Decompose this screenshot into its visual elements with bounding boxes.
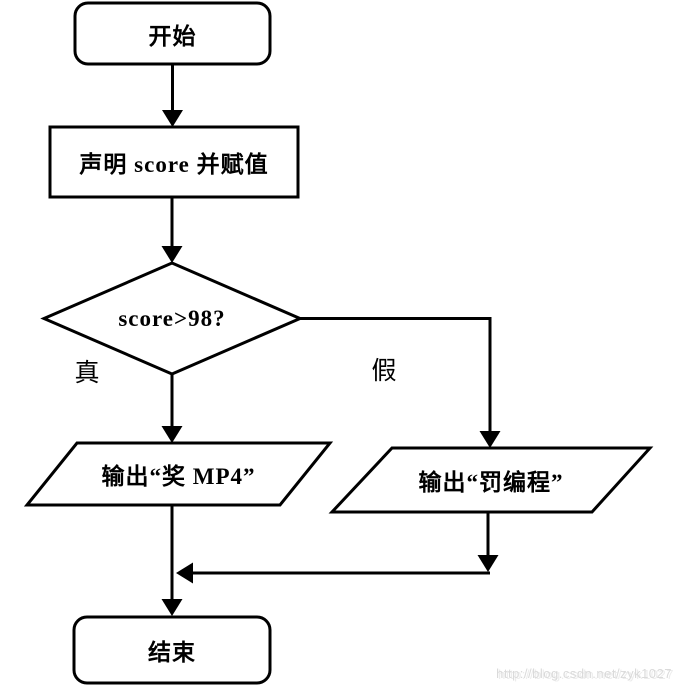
end-node-label: 结束 — [148, 640, 196, 665]
arrowhead-down-icon — [479, 431, 501, 448]
watermark-text: http://blog.csdn.net/zyk1027 — [496, 666, 672, 681]
end-terminator-shape — [72, 615, 272, 685]
output-false-parallelogram-shape — [328, 446, 654, 514]
declare-node-label: 声明 score 并赋值 — [79, 152, 269, 177]
arrowhead-down-icon — [477, 555, 499, 572]
edge-decision-false — [300, 317, 492, 433]
declare-process-shape — [48, 125, 300, 199]
branch-true-label: 真 — [74, 360, 100, 387]
start-terminator-shape — [73, 1, 272, 66]
arrowhead-left-icon — [176, 562, 193, 584]
output-true-parallelogram-shape — [23, 441, 334, 507]
branch-false-label: 假 — [371, 358, 397, 385]
output-false-node-label: 输出“罚编程” — [418, 470, 564, 495]
decision-node-label: score>98? — [118, 305, 226, 331]
arrowhead-down-icon — [162, 110, 183, 127]
output-true-node-label: 输出“奖 MP4” — [101, 464, 256, 489]
arrowhead-down-icon — [161, 426, 183, 443]
arrowhead-down-icon — [161, 599, 183, 616]
arrowhead-down-icon — [161, 246, 183, 263]
decision-diamond-shape — [40, 261, 304, 376]
start-node-label: 开始 — [148, 23, 197, 49]
